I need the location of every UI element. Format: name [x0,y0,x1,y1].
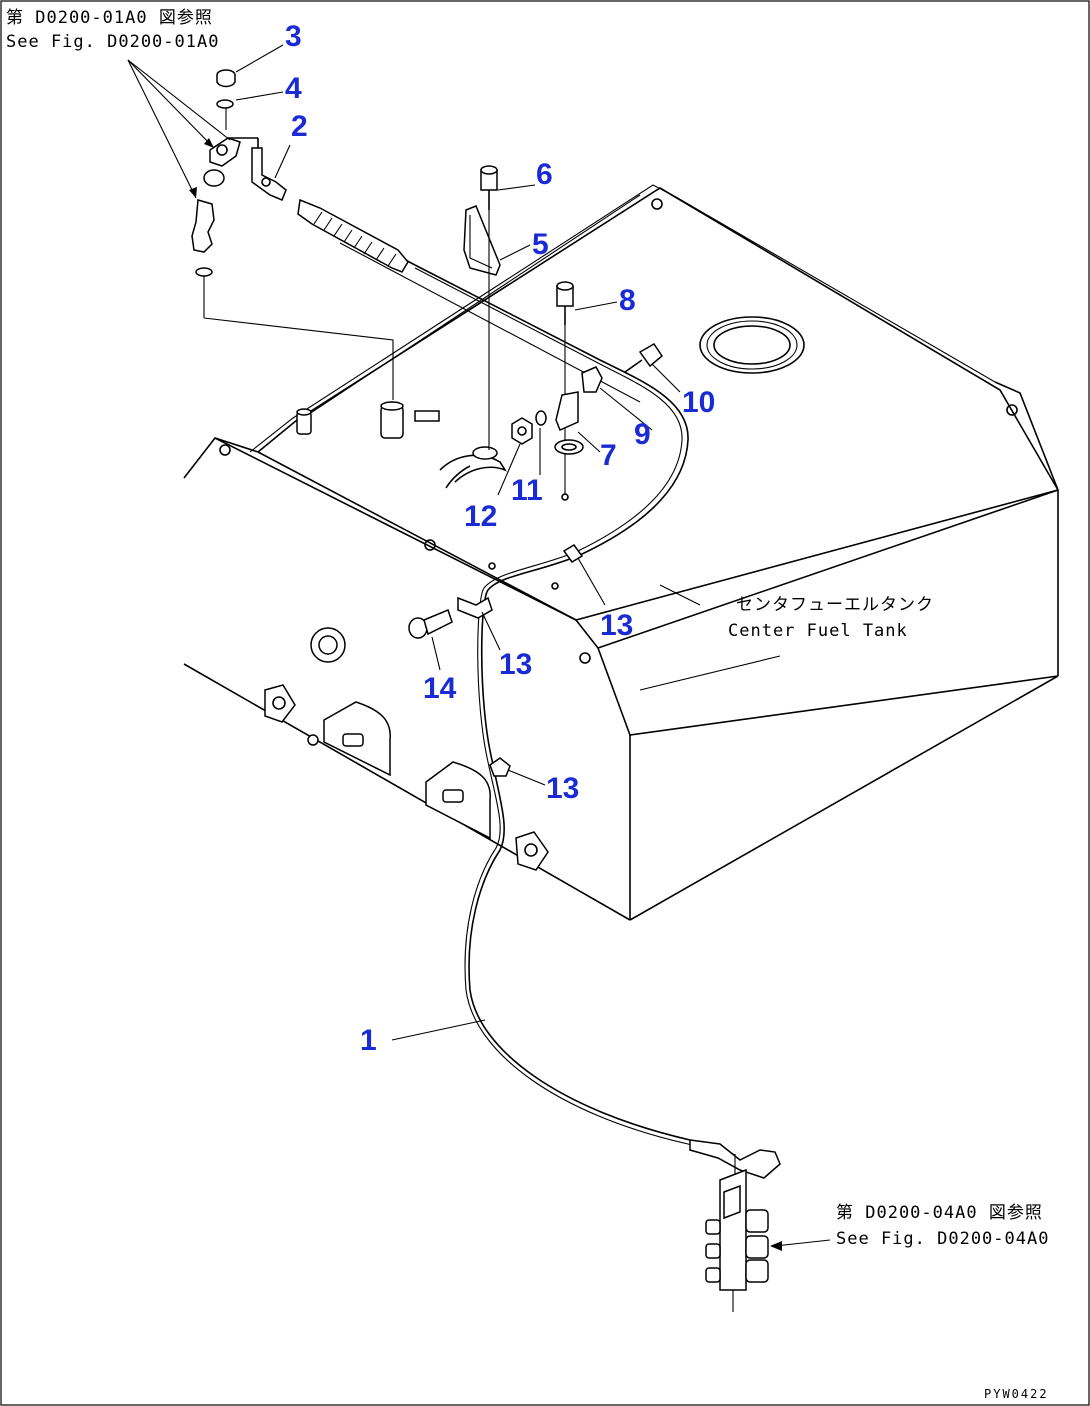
callout-6: 6 [536,158,553,191]
callout-9: 9 [634,418,651,451]
callout-2: 2 [291,110,308,143]
clamp-13-lower [489,757,511,777]
drawing-id: PYW0422 [984,1387,1049,1401]
port-plate-3 [515,831,549,871]
bracket-5 [463,205,501,276]
fuel-tank [183,184,1059,921]
callout-7: 7 [600,439,617,472]
callout-1: 1 [360,1024,377,1057]
callout-14: 14 [423,672,457,705]
reference-top-left-en: See Fig. D0200-01A0 [6,32,219,52]
bolt-6 [480,165,498,450]
callout-5: 5 [532,228,549,261]
leader-lines [127,44,831,1251]
callout-4: 4 [285,72,302,105]
callout-8: 8 [619,284,636,317]
bolt-10 [624,343,663,373]
cover-plate-1 [323,701,391,777]
clamp-13-upper [562,544,584,563]
port-plate-1 [310,627,346,663]
callout-10: 10 [682,386,715,419]
nut-11 [511,417,533,445]
clamp-9 [581,366,603,393]
callout-13-upper: 13 [600,609,633,642]
control-cable [297,198,781,1185]
callout-13-lower: 13 [546,772,579,805]
lever-assembly [191,69,394,400]
bolt-8 [556,281,574,501]
callout-12: 12 [464,500,497,533]
bracket-7 [554,391,584,455]
washer-12 [535,410,547,426]
clamp-13-middle [457,596,493,619]
reference-top-left-jp: 第 D0200-01A0 図参照 [6,8,213,28]
bolt-14 [408,608,453,639]
callout-3: 3 [285,20,302,53]
tank-label-jp: センタフューエルタンク [736,595,934,615]
callout-11: 11 [511,474,543,507]
port-plate-2 [264,684,296,723]
cover-plate-2 [425,761,491,840]
tank-label-en: Center Fuel Tank [728,621,908,641]
reference-bottom-right-jp: 第 D0200-04A0 図参照 [836,1203,1043,1223]
callout-13-middle: 13 [499,648,532,681]
control-valve [705,1168,769,1312]
reference-bottom-right-en: See Fig. D0200-04A0 [836,1229,1049,1249]
